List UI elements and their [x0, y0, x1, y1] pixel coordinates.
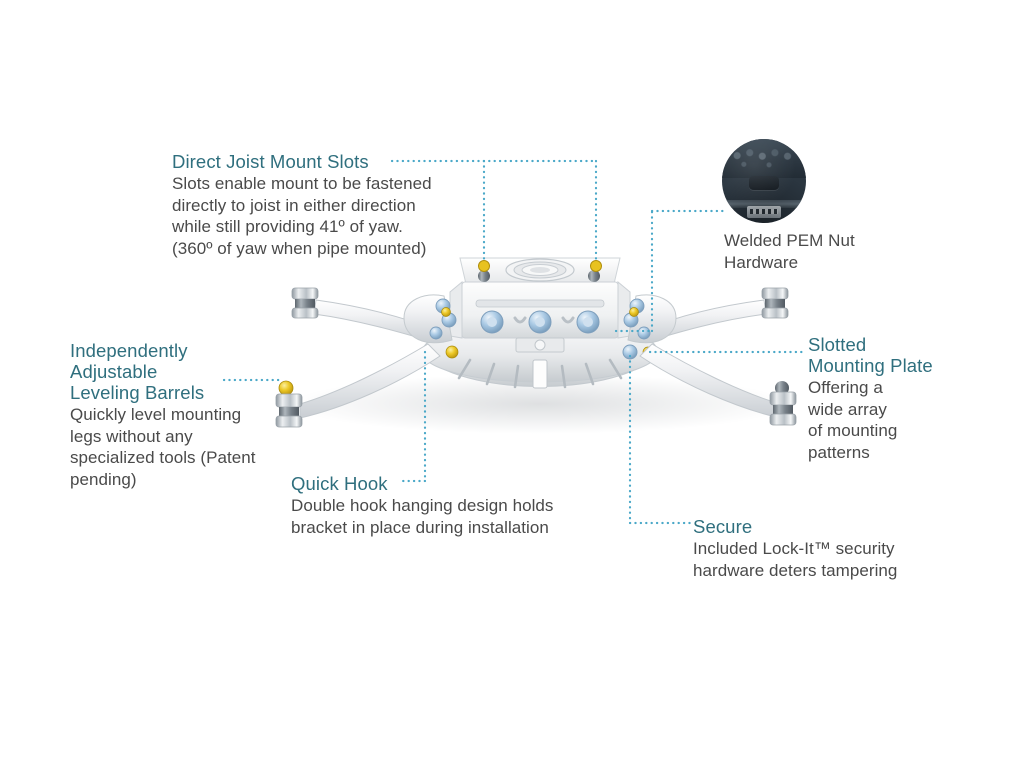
leveling-barrel-front-left: [275, 380, 303, 428]
callout-direct-joist-mount-slots: Direct Joist Mount Slots Slots enable mo…: [172, 151, 492, 259]
callout-body: Slots enable mount to be fastened direct…: [172, 174, 432, 258]
mount-body: [449, 257, 631, 353]
callout-heading: Direct Joist Mount Slots: [172, 151, 369, 172]
callout-body: Included Lock-It™ security hardware dete…: [693, 539, 898, 580]
callout-welded-pem-nut: Welded PEM Nut Hardware: [724, 229, 924, 273]
callout-secure: Secure Included Lock-It™ security hardwa…: [693, 516, 953, 581]
callout-body: Offering a wide array of mounting patter…: [808, 378, 898, 462]
callout-body: Double hook hanging design holds bracket…: [291, 496, 554, 537]
callout-heading: Quick Hook: [291, 473, 388, 494]
callout-heading: Secure: [693, 516, 753, 537]
callout-slotted-mounting-plate: Slotted Mounting Plate Offering a wide a…: [808, 334, 968, 463]
callout-leveling-barrels: Independently Adjustable Leveling Barrel…: [70, 340, 295, 490]
quick-hooks: [513, 316, 575, 324]
callout-heading: Independently Adjustable Leveling Barrel…: [70, 340, 205, 403]
callout-body: Quickly level mounting legs without any …: [70, 405, 256, 489]
shoulder-hub-left: [403, 294, 457, 344]
welded-pem-nut-photo: [722, 139, 806, 223]
leveling-barrel-rear-right: [761, 287, 789, 319]
callout-quick-hook: Quick Hook Double hook hanging design ho…: [291, 473, 611, 538]
front-bolts: [480, 310, 600, 334]
callout-heading: Slotted Mounting Plate: [808, 334, 933, 376]
leader-endpoint-dots: [478, 260, 602, 272]
callout-body: Welded PEM Nut Hardware: [724, 231, 855, 272]
leveling-barrel-rear-left: [291, 287, 319, 319]
leveling-barrel-front-right: [769, 381, 797, 426]
